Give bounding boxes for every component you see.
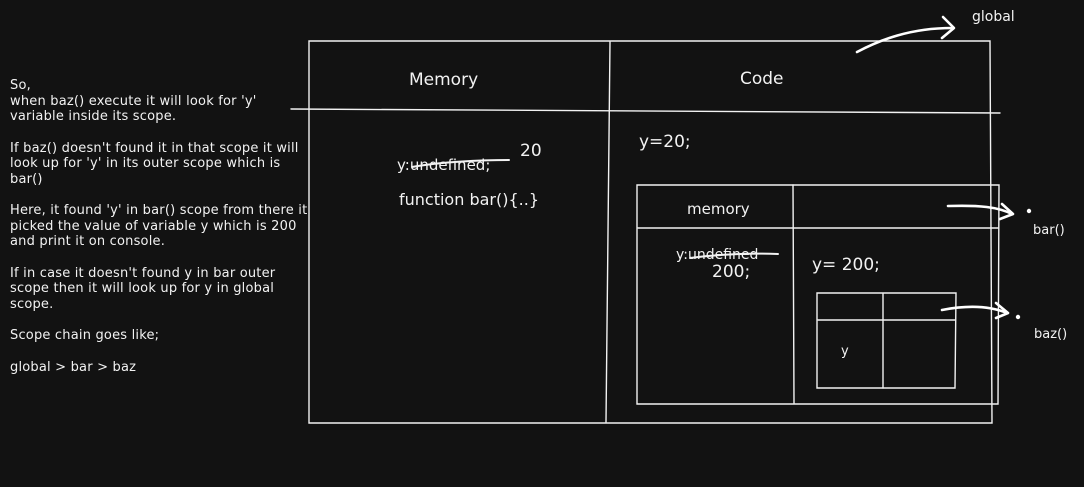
- bar-label: bar(): [1033, 223, 1065, 238]
- global-memory-var-old-value: undefined;: [409, 156, 491, 174]
- global-arrow: [855, 26, 954, 54]
- bar-memory-var-name: y:: [676, 247, 688, 263]
- explanation-paragraph-2: If baz() doesn't found it in that scope …: [10, 140, 299, 187]
- bar-undefined-strike: [689, 252, 779, 259]
- explanation-paragraph-6: global > bar > baz: [10, 359, 137, 375]
- global-divider-vertical: [605, 41, 611, 423]
- global-memory-function: function bar(){..}: [399, 190, 539, 209]
- bar-arrow: [946, 204, 1014, 216]
- global-label: global: [972, 9, 1015, 25]
- bar-divider-vertical: [792, 184, 795, 404]
- bar-code-line: y= 200;: [812, 255, 880, 275]
- global-memory-var-new-value: 20: [520, 141, 542, 161]
- bar-memory-var: y:undefined: [676, 247, 758, 263]
- explanation-paragraph-3: Here, it found 'y' in bar() scope from t…: [10, 203, 308, 249]
- bar-memory-header: memory: [687, 200, 750, 218]
- explanation-text: So, when baz() execute it will look for …: [10, 78, 310, 391]
- bar-arrow-dot: [1026, 208, 1032, 214]
- global-undefined-strike: [411, 159, 510, 168]
- bar-memory-var-old-value: undefined: [687, 247, 759, 263]
- global-memory-var: y:undefined;: [397, 156, 490, 174]
- explanation-paragraph-5: Scope chain goes like;: [10, 328, 160, 343]
- baz-arrow-dot: [1015, 314, 1021, 320]
- baz-arrow: [940, 305, 1009, 315]
- bar-memory-var-new-value: 200;: [712, 262, 751, 282]
- global-memory-header: Memory: [409, 70, 479, 90]
- global-code-line: y=20;: [639, 132, 691, 152]
- global-context-box: [308, 40, 993, 424]
- explanation-paragraph-1: So, when baz() execute it will look for …: [10, 78, 257, 124]
- explanation-paragraph-4: If in case it doesn't found y in bar out…: [10, 265, 276, 312]
- bar-context-box: [636, 184, 1000, 405]
- baz-label: baz(): [1034, 327, 1068, 342]
- global-memory-var-name: y:: [397, 156, 410, 174]
- baz-context-box: [816, 292, 957, 389]
- global-divider-horizontal: [290, 108, 1001, 114]
- global-code-header: Code: [740, 69, 784, 89]
- baz-memory-var: y: [841, 344, 849, 359]
